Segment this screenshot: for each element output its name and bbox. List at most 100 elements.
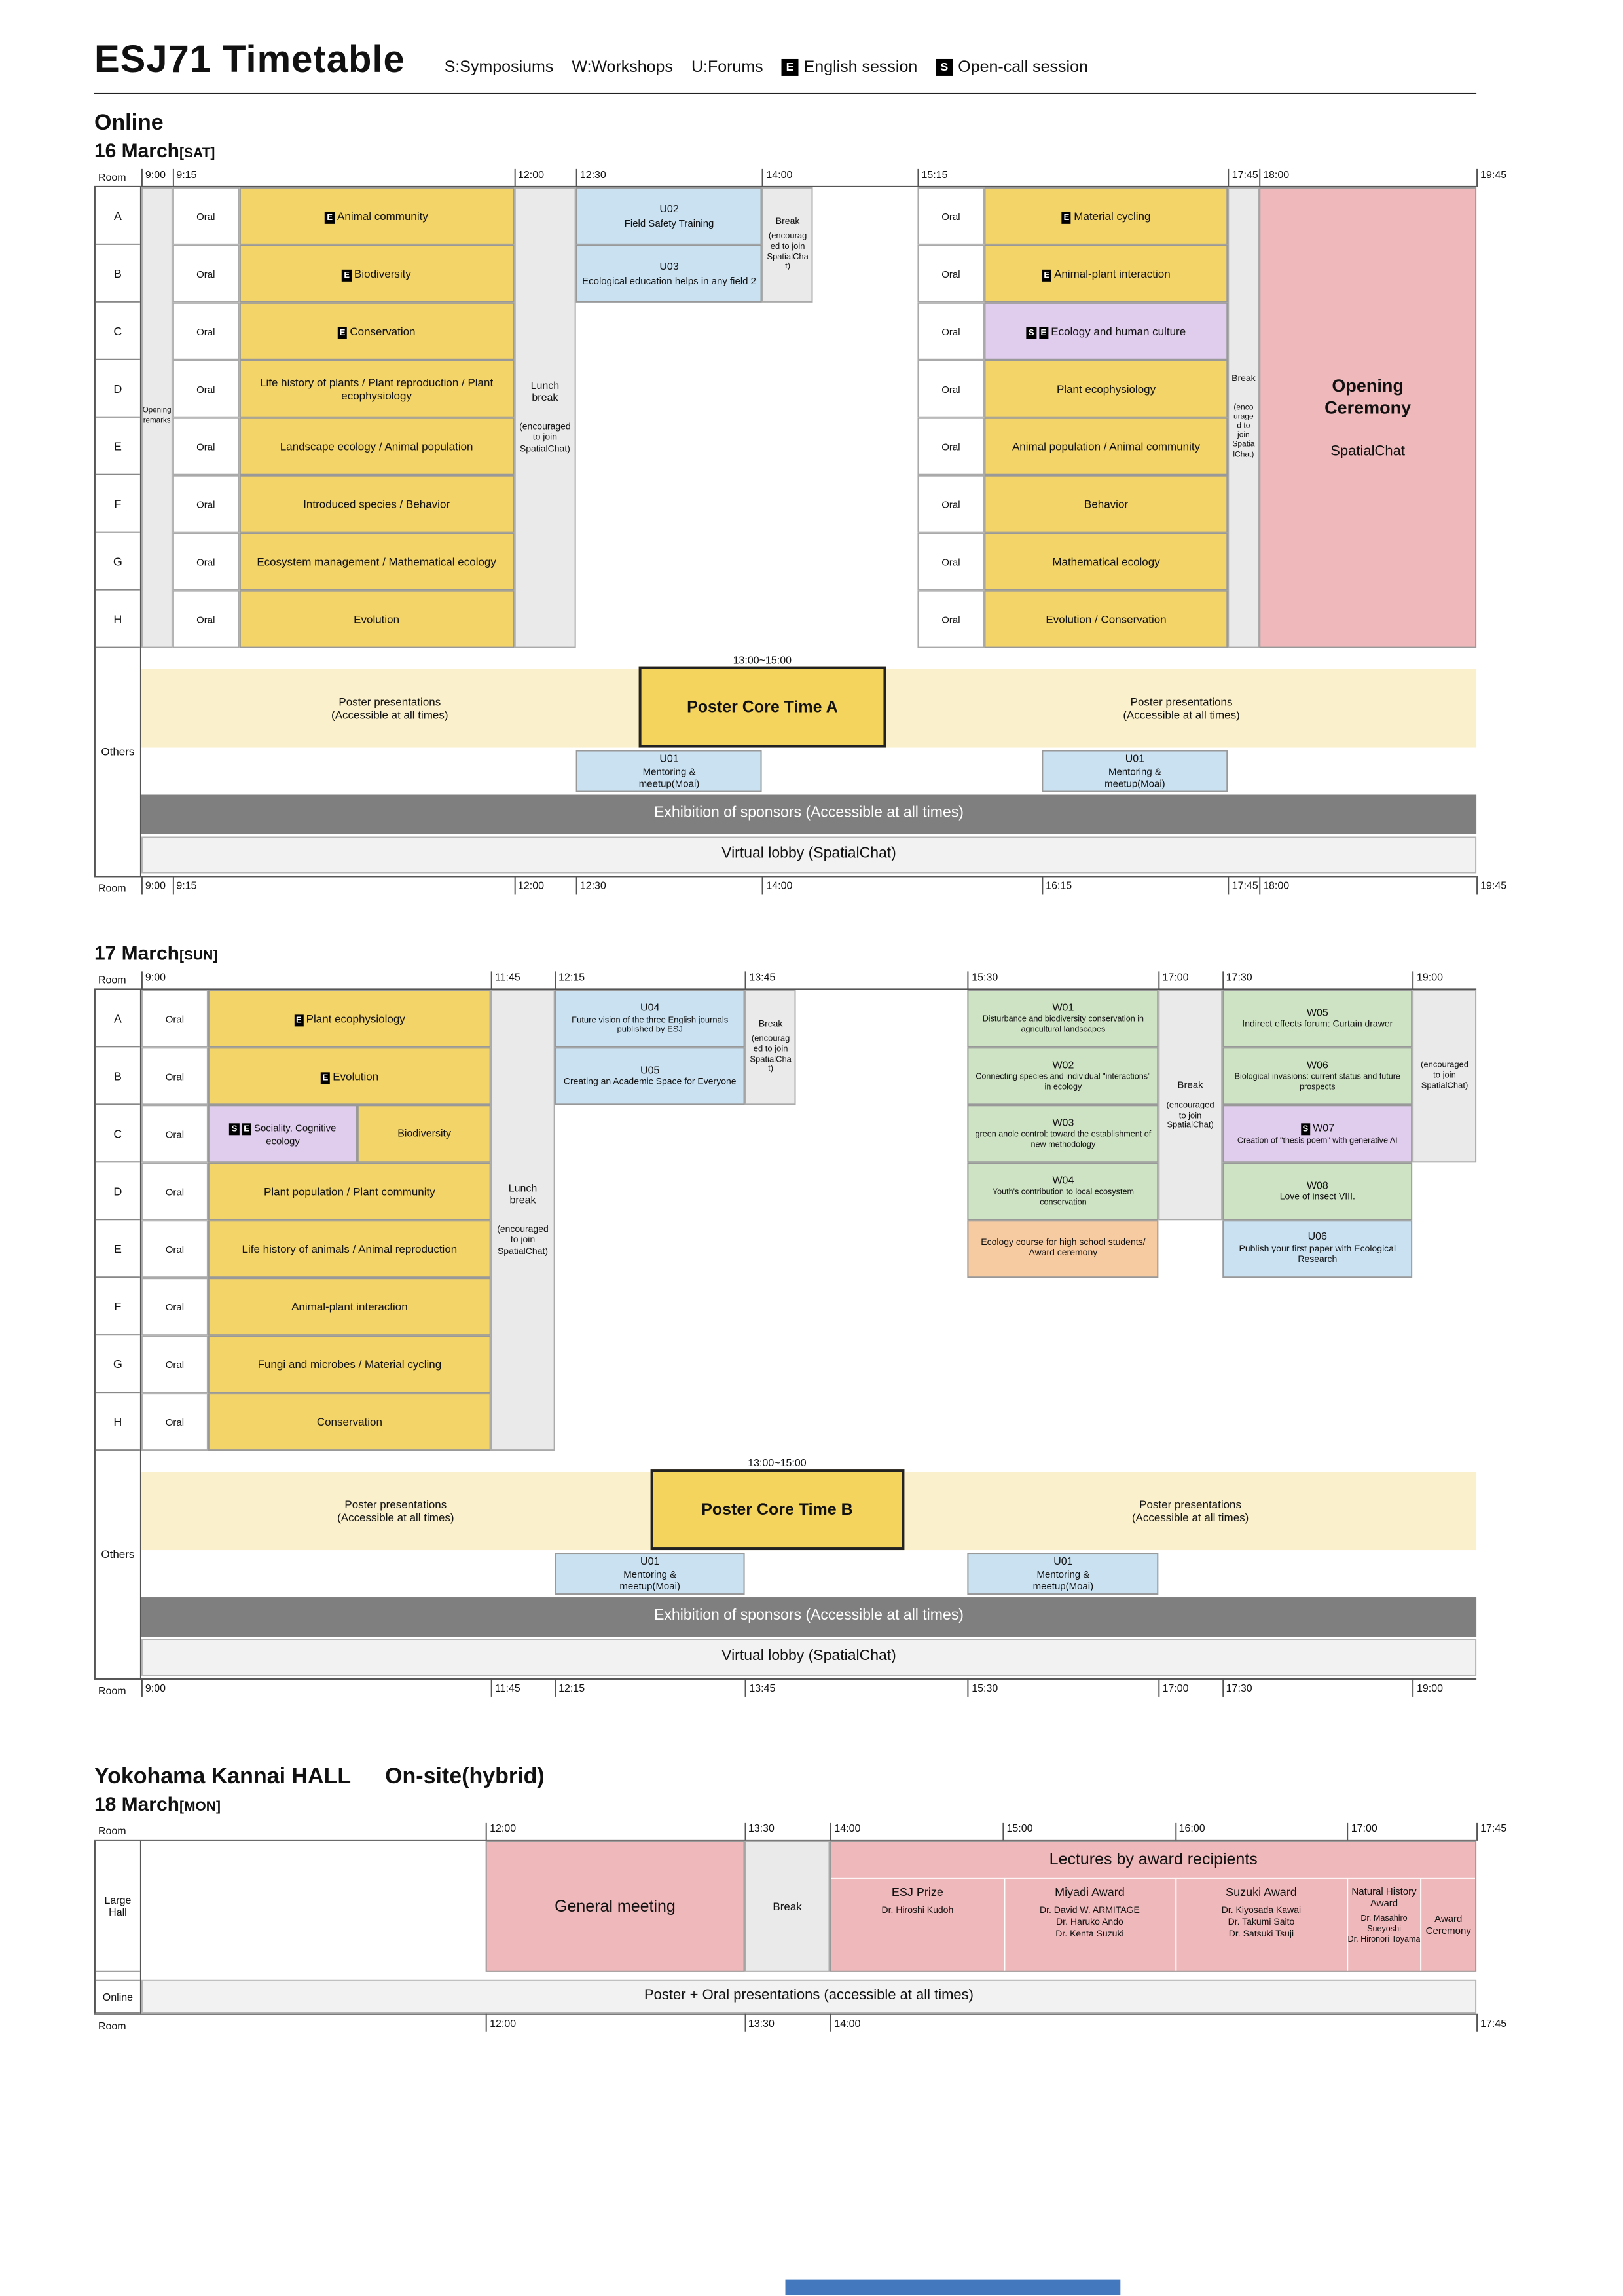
time-tick: 12:30: [575, 876, 606, 895]
workshop-code: W03: [1052, 1117, 1074, 1128]
award-recipients: Dr. Hiroshi Kudoh: [881, 1906, 954, 1916]
room-header-label: Room: [98, 1684, 126, 1697]
oral-text: Oral: [196, 613, 215, 625]
workshop-code: W06: [1306, 1059, 1328, 1071]
forum-code: U01: [659, 752, 679, 764]
time-tick: 13:45: [745, 971, 775, 990]
time-tick: 15:30: [968, 1678, 998, 1697]
legend-english-label: English session: [803, 57, 918, 76]
workshop-title: green anole control: toward the establis…: [975, 1130, 1152, 1150]
time-ruler-bottom-17: Room 9:00 11:45 12:15 13:45 15:30 17:00 …: [94, 1678, 1477, 1701]
workshop-code: W04: [1052, 1174, 1074, 1186]
workshop-title: Love of insect VIII.: [1279, 1193, 1355, 1202]
poster-presentations-cell: Poster presentations (Accessible at all …: [886, 669, 1477, 748]
room-column-16: A B C D E F G H Others: [94, 187, 141, 876]
oral-text: Oral: [165, 1070, 185, 1083]
oral-text: Oral: [941, 325, 960, 337]
oral-label-cell: Oral: [141, 1105, 208, 1163]
award-name: ESJ Prize: [891, 1885, 943, 1898]
oral-text: Oral: [165, 1358, 185, 1371]
time-tick: 17:45: [1228, 876, 1258, 895]
room-header-label: Room: [98, 171, 126, 183]
room-header-label: Room: [98, 882, 126, 895]
session-label: Introduced species / Behavior: [299, 498, 454, 511]
oral-label-cell: Oral: [917, 475, 985, 533]
time-ruler-top-16: Room 9:00 9:15 12:00 12:30 14:00 15:15 1…: [94, 165, 1506, 187]
workshop-title: Connecting species and individual "inter…: [976, 1073, 1151, 1092]
english-session-badge: E: [293, 1014, 304, 1026]
workshop-cell-w03: W03 green anole control: toward the estab…: [968, 1105, 1159, 1163]
forum-title: Publish your first paper with Ecological…: [1239, 1245, 1396, 1265]
workshop-title: Indirect effects forum: Curtain drawer: [1242, 1020, 1393, 1029]
opening-remarks-cell: Opening remarks: [141, 187, 173, 648]
session-label: Animal-plant interaction: [287, 1300, 412, 1313]
time-tick: 13:30: [744, 2013, 775, 2032]
forum-title: Mentoring & meetup(Moai): [1104, 766, 1165, 790]
legend-open-call-label: Open-call session: [958, 57, 1088, 76]
row-label: F: [95, 475, 140, 533]
time-tick: 18:00: [1259, 876, 1289, 895]
room-header-label: Room: [98, 974, 126, 986]
session-cell-16pm-d: Plant ecophysiology: [984, 360, 1228, 418]
session-title: Biodiversity: [397, 1127, 451, 1139]
row-label: A: [95, 990, 140, 1048]
oral-label-cell: Oral: [917, 532, 985, 591]
workshop-code: W07: [1313, 1121, 1335, 1134]
oral-label-cell: Oral: [172, 532, 240, 591]
legend-workshops: W:Workshops: [572, 57, 673, 76]
oral-text: Oral: [941, 210, 960, 222]
session-title: Fungi and microbes / Material cycling: [257, 1357, 442, 1371]
oral-text: Oral: [196, 210, 215, 222]
forum-code: U01: [1053, 1555, 1073, 1567]
row-label: A: [95, 187, 140, 245]
session-title: Evolution: [333, 1069, 379, 1083]
english-session-badge: E: [1042, 268, 1052, 281]
row-label: D: [95, 1162, 140, 1221]
row-label: H: [95, 591, 140, 648]
oral-label-cell: Oral: [141, 1278, 208, 1336]
time-ruler-top-18: Room 12:00 13:30 14:00 15:00 16:00 17:00…: [94, 1819, 1506, 1841]
time-tick: 14:00: [830, 2013, 860, 2032]
time-tick: 9:00: [141, 876, 166, 895]
oral-label-cell: Oral: [141, 1335, 208, 1394]
time-tick: 12:15: [555, 971, 585, 990]
time-tick: 12:00: [486, 2013, 516, 2032]
oral-text: Oral: [165, 1185, 185, 1198]
award-cell-ceremony: Award Ceremony: [1420, 1878, 1476, 1971]
date-heading-17: 17 March[SUN]: [94, 942, 1623, 965]
time-tick: 16:15: [1042, 876, 1072, 895]
session-title: Landscape ecology / Animal population: [280, 439, 473, 453]
row-label: E: [95, 418, 140, 475]
general-meeting-text: General meeting: [555, 1896, 676, 1915]
session-cell-17am-c2: Biodiversity: [357, 1105, 491, 1163]
time-tick: 12:30: [575, 168, 606, 187]
award-recipients: Dr. Kiyosada Kawai Dr. Takumi Saito Dr. …: [1221, 1906, 1302, 1939]
forum-title: Mentoring & meetup(Moai): [619, 1568, 680, 1593]
oral-text: Oral: [196, 555, 215, 568]
page-header: ESJ71 Timetable S:Symposiums W:Workshops…: [94, 39, 1477, 94]
poster-presentations-cell: Poster presentations (Accessible at all …: [141, 1472, 650, 1551]
time-ruler-bottom-18: Room 12:00 13:30 14:00 17:45: [94, 2013, 1506, 2036]
session-label: Animal population / Animal community: [1008, 440, 1204, 453]
session-title: Plant ecophysiology: [1056, 382, 1156, 396]
oral-text: Oral: [941, 382, 960, 395]
session-title: Life history of animals / Animal reprodu…: [242, 1242, 458, 1256]
session-label: Biodiversity: [393, 1128, 455, 1140]
session-label: Plant population / Plant community: [260, 1185, 439, 1198]
time-tick: 15:15: [917, 168, 948, 187]
session-title: Conservation: [350, 324, 416, 337]
